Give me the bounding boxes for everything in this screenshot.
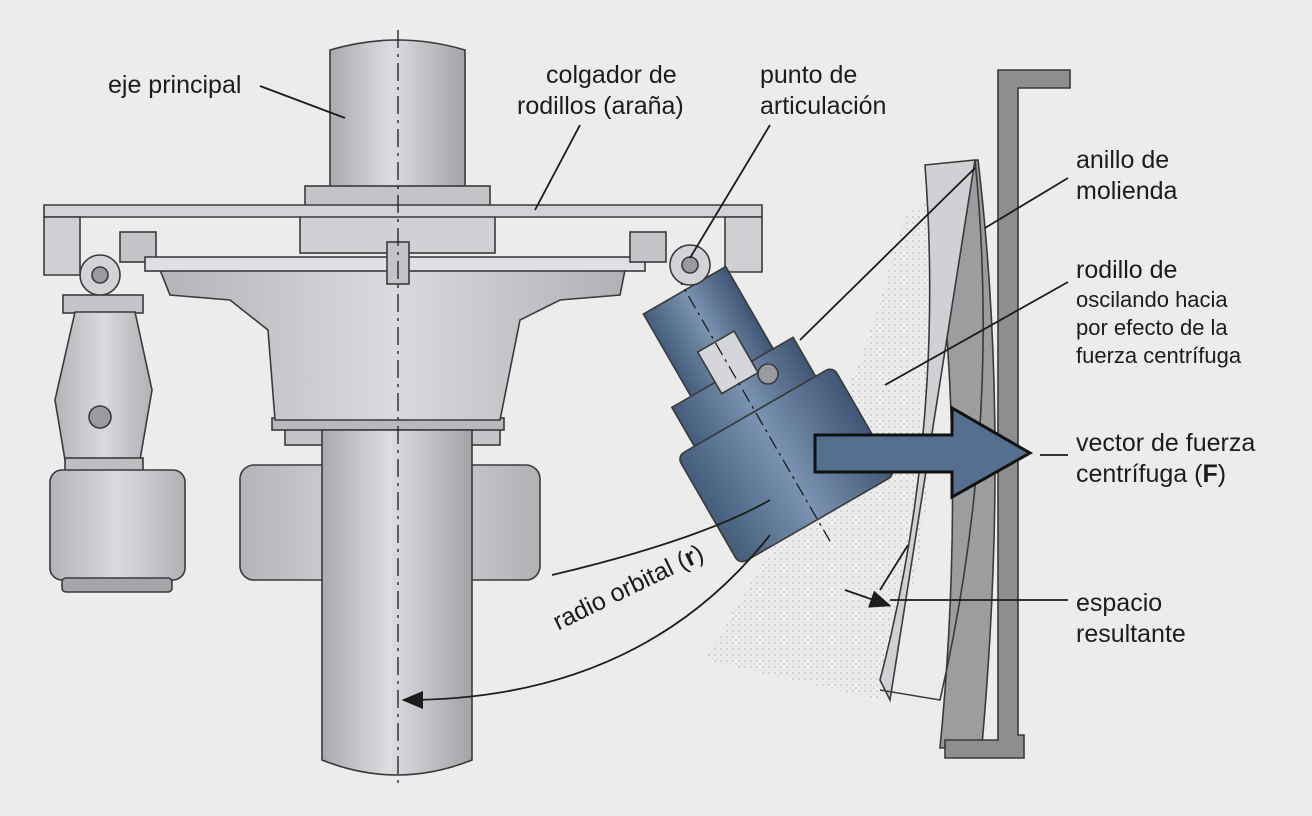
label-roller-hanger-line1: colgador de — [517, 60, 684, 91]
label-force-vector-prefix: centrífuga ( — [1076, 460, 1202, 488]
label-pivot-point: punto de articulación — [760, 60, 886, 122]
label-grinding-ring-line2: molienda — [1076, 176, 1177, 207]
label-roller-line4: fuerza centrífuga — [1076, 342, 1241, 370]
label-roller-line2: oscilando hacia — [1076, 286, 1241, 314]
label-roller-line3: por efecto de la — [1076, 314, 1241, 342]
label-force-vector-line1: vector de fuerza — [1076, 428, 1255, 459]
label-roller: rodillo de oscilando hacia por efecto de… — [1076, 255, 1241, 370]
label-main-shaft: eje principal — [108, 70, 241, 101]
label-gap-line2: resultante — [1076, 619, 1186, 650]
label-pivot-point-line1: punto de — [760, 60, 886, 91]
label-roller-hanger-line2: rodillos (araña) — [517, 91, 684, 122]
label-force-vector-line2: centrífuga (F) — [1076, 459, 1255, 490]
label-roller-hanger: colgador de rodillos (araña) — [517, 60, 684, 122]
label-force-vector-symbol: F — [1202, 460, 1217, 488]
label-main-shaft-text: eje principal — [108, 71, 241, 99]
label-gap: espacio resultante — [1076, 588, 1186, 650]
label-force-vector: vector de fuerza centrífuga (F) — [1076, 428, 1255, 490]
left-roller-assembly — [50, 232, 185, 592]
label-force-vector-suffix: ) — [1218, 460, 1226, 488]
label-gap-line1: espacio — [1076, 588, 1186, 619]
leader-roller-hanger — [535, 125, 580, 210]
label-pivot-point-line2: articulación — [760, 91, 886, 122]
label-roller-line1: rodillo de — [1076, 255, 1241, 286]
label-grinding-ring: anillo de molienda — [1076, 145, 1177, 207]
label-grinding-ring-line1: anillo de — [1076, 145, 1177, 176]
